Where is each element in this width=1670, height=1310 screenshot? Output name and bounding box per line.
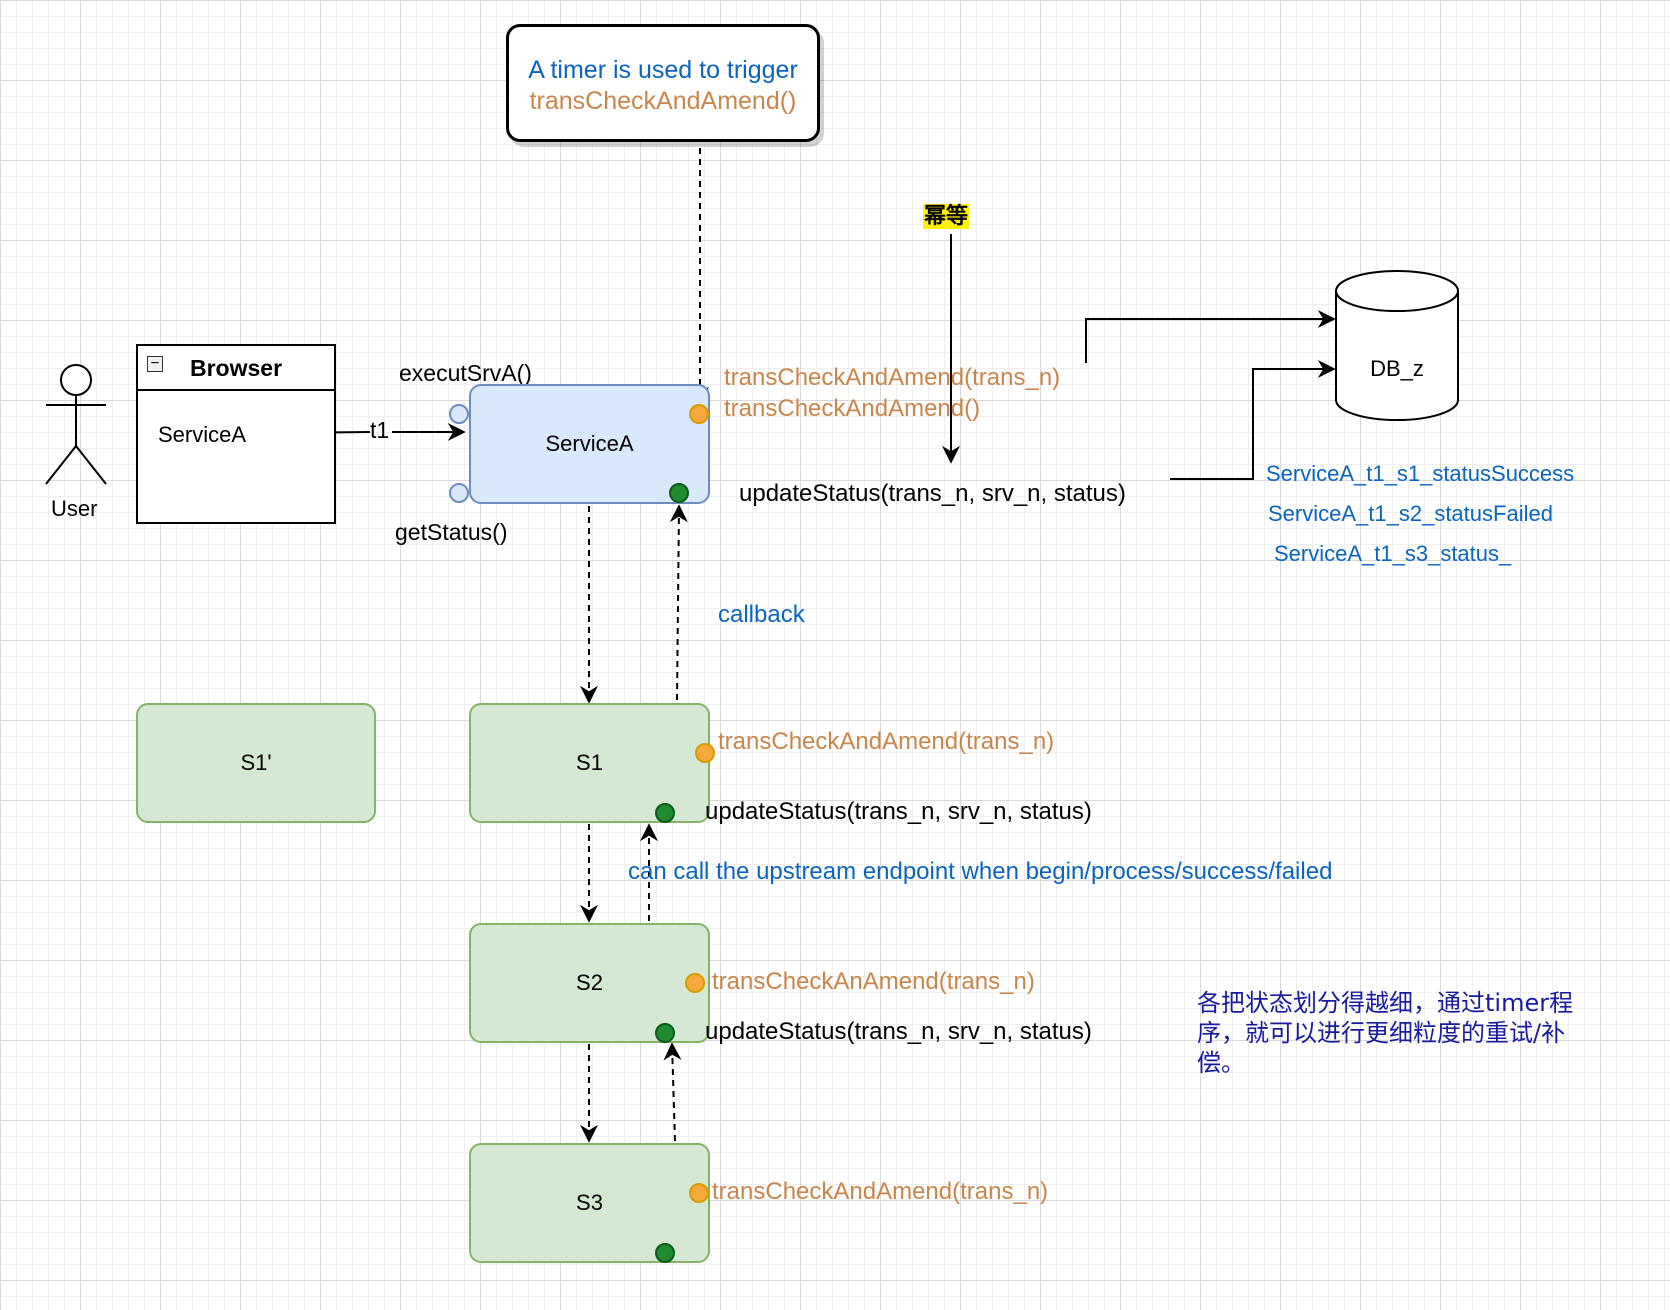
s3-check-port[interactable] (689, 1183, 709, 1203)
timer-note-line2: transCheckAndAmend() (529, 87, 797, 115)
user-label: User (51, 496, 98, 521)
s1-check-port[interactable] (695, 743, 715, 763)
service-a-check-label-1: transCheckAndAmend(trans_n) (724, 364, 1061, 391)
s1-check-label: transCheckAndAmend(trans_n) (718, 728, 1055, 755)
s3-check-label: transCheckAndAmend(trans_n) (712, 1178, 1049, 1205)
service-a-check-label-2: transCheckAndAmend() (724, 395, 981, 422)
database-cylinder-icon (1335, 270, 1459, 421)
database-label: DB_z (1370, 356, 1424, 381)
s1-update-port[interactable] (655, 803, 675, 823)
s2-update-label: updateStatus(trans_n, srv_n, status) (705, 1018, 1092, 1045)
s2-check-label: transCheckAnAmend(trans_n) (712, 968, 1035, 995)
s1-prime-node[interactable]: S1' (136, 703, 376, 823)
upstream-note: can call the upstream endpoint when begi… (628, 858, 1333, 885)
browser-container[interactable]: − Browser ServiceA (136, 344, 336, 524)
browser-header: − Browser (138, 346, 334, 391)
db-record-1: ServiceA_t1_s1_statusSuccess (1266, 461, 1575, 486)
s2-node[interactable]: S2 (469, 923, 710, 1043)
s3-node[interactable]: S3 (469, 1143, 710, 1263)
edge-check-to-db (1085, 310, 1336, 363)
timer-note-line1: A timer is used to trigger (528, 56, 798, 84)
db-record-3: ServiceA_t1_s3_status_ (1274, 541, 1512, 566)
service-a-check-port[interactable] (689, 404, 709, 424)
collapse-icon[interactable]: − (147, 356, 163, 372)
service-a-node[interactable]: ServiceA (469, 384, 710, 504)
s1-node[interactable]: S1 (469, 703, 710, 823)
execute-label: executSrvA() (399, 360, 532, 386)
s2-update-port[interactable] (655, 1023, 675, 1043)
browser-item-servicea[interactable]: ServiceA (158, 422, 247, 447)
browser-title: Browser (190, 355, 283, 381)
granularity-note: 各把状态划分得越细，通过timer程序，就可以进行更细粒度的重试/补偿。 (1197, 989, 1574, 1077)
s3-update-port[interactable] (655, 1243, 675, 1263)
edge-update-to-db (1170, 360, 1336, 480)
execute-port[interactable] (449, 404, 469, 424)
idempotent-label: 幂等 (923, 204, 970, 229)
get-status-label: getStatus() (395, 519, 508, 545)
edge-s3-to-s2 (663, 1042, 682, 1142)
db-record-2: ServiceA_t1_s2_statusFailed (1268, 501, 1553, 526)
service-a-update-port[interactable] (669, 483, 689, 503)
timer-note[interactable]: A timer is used to trigger transCheckAnd… (506, 24, 820, 142)
service-a-update-label: updateStatus(trans_n, srv_n, status) (739, 480, 1126, 507)
s1-update-label: updateStatus(trans_n, srv_n, status) (705, 798, 1092, 825)
status-port[interactable] (449, 483, 469, 503)
edge-t1-label: t1 (370, 417, 390, 443)
callback-label: callback (718, 601, 805, 628)
edge-s1-callback (669, 504, 688, 701)
user-actor-icon (45, 364, 107, 485)
s2-check-port[interactable] (685, 973, 705, 993)
